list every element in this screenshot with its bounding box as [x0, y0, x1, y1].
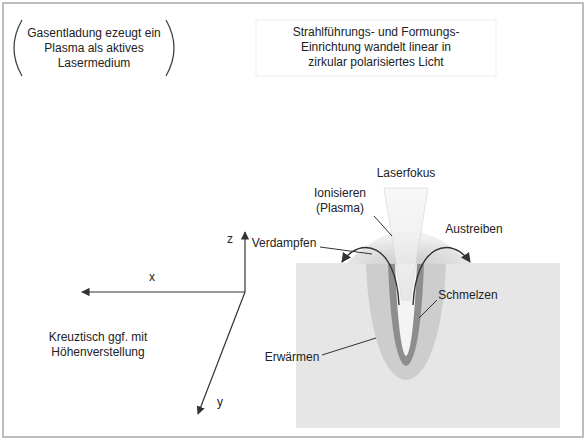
leader-line [419, 300, 437, 318]
leader-line [322, 338, 376, 355]
note-text: Gasentladung ezeugt ein Plasma als aktiv… [19, 26, 169, 71]
part-label: Schmelzen [433, 288, 503, 303]
z-axis [244, 232, 245, 292]
laser-beam [384, 188, 428, 300]
axis-label: y [210, 395, 230, 410]
part-label: Ionisieren (Plasma) [303, 186, 377, 216]
leader-line [320, 247, 372, 254]
part-label: Verdampfen [244, 236, 324, 251]
vapour-arrow [342, 248, 399, 305]
leader-line [374, 216, 392, 236]
note-text: Strahlführungs- und Formungs- Einrichtun… [285, 25, 467, 70]
bracket [166, 20, 174, 76]
part-label: Laserfokus [361, 166, 451, 181]
y-axis [198, 292, 245, 414]
text-panel [256, 20, 496, 76]
table-label: Kreuztisch ggf. mit Höhenverstellung [32, 330, 164, 360]
part-label: Austreiben [434, 222, 514, 237]
x-axis [82, 291, 245, 292]
part-label: Erwärmen [257, 350, 327, 365]
workpiece [296, 263, 560, 428]
bracket [14, 20, 22, 76]
axis-label: x [142, 270, 162, 285]
frame [3, 3, 583, 437]
axis-label: z [220, 232, 240, 247]
